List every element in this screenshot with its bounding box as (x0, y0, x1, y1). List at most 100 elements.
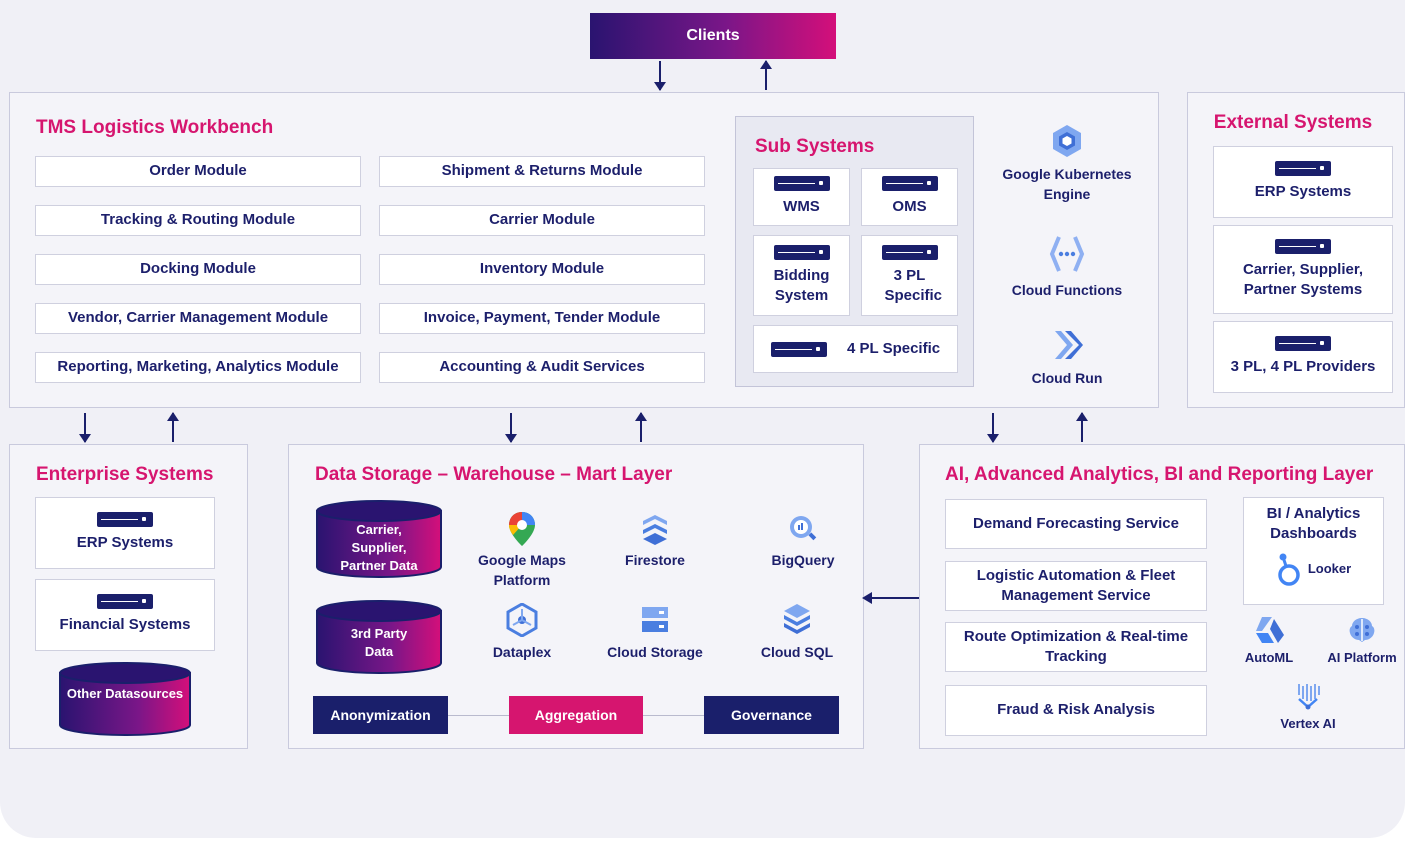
subsystem-label: 3 PL Specific (884, 266, 943, 304)
dataplex-block: Dataplex (462, 603, 582, 663)
subsystem-label: OMS (892, 198, 927, 216)
automl-block: AutoML (1229, 615, 1309, 667)
other-datasources-label: Other Datasources (66, 686, 184, 701)
subsystem-label: Bidding System (773, 266, 830, 304)
firestore-icon (643, 515, 667, 545)
server-icon (773, 244, 830, 260)
database-cylinder: 3rd Party Data (315, 599, 443, 675)
kubernetes-engine-label: Google Kubernetes Engine (1002, 166, 1132, 202)
vertex-ai-block: Vertex AI (1263, 681, 1353, 733)
vertex-ai-label: Vertex AI (1280, 716, 1336, 731)
looker-row: Looker (1276, 551, 1351, 587)
ai-analytics-panel: AI, Advanced Analytics, BI and Reporting… (919, 444, 1405, 749)
bi-dashboards-title: BI / Analytics Dashboards (1266, 505, 1361, 543)
arrow-up-icon (635, 412, 647, 442)
cloud-storage-block: Cloud Storage (595, 605, 715, 663)
database-cylinder: Carrier, Supplier, Partner Data (315, 499, 443, 579)
bigquery-label: BigQuery (771, 552, 835, 568)
server-icon (97, 594, 153, 610)
ai-service-card: Logistic Automation & Fleet Management S… (945, 561, 1207, 611)
ai-platform-label: AI Platform (1327, 650, 1397, 665)
external-systems-panel: External Systems ERP Systems Carrier, Su… (1187, 92, 1405, 408)
database-icon (316, 600, 442, 674)
external-system-label: ERP Systems (1254, 183, 1352, 201)
anonymization-pill: Anonymization (313, 696, 448, 734)
cloud-sql-block: Cloud SQL (737, 603, 857, 663)
enterprise-system-label: Financial Systems (59, 616, 191, 634)
server-icon (1275, 336, 1331, 352)
module-card: Inventory Module (379, 254, 705, 285)
arrow-up-icon (760, 60, 772, 90)
cloud-functions-label: Cloud Functions (1011, 282, 1123, 298)
arrow-down-icon (505, 413, 517, 443)
google-maps-block: Google Maps Platform (462, 511, 582, 590)
module-card: Carrier Module (379, 205, 705, 236)
cloud-sql-icon (784, 604, 810, 634)
enterprise-systems-panel: Enterprise Systems ERP Systems Financial… (9, 444, 248, 749)
external-system-card: ERP Systems (1213, 146, 1393, 218)
server-icon (1275, 161, 1331, 177)
subsystems-title: Sub Systems (755, 136, 875, 157)
automl-icon (1256, 617, 1284, 643)
dataplex-label: Dataplex (492, 644, 552, 660)
server-icon (97, 512, 153, 528)
subsystem-card: WMS (753, 168, 850, 226)
looker-icon (1278, 553, 1300, 586)
bigquery-block: BigQuery (743, 513, 863, 571)
subsystems-panel: Sub Systems WMS OMS Bidding System 3 PL … (735, 116, 974, 387)
module-card: Order Module (35, 156, 361, 187)
cloud-run-icon (1055, 331, 1083, 359)
data-storage-panel: Data Storage – Warehouse – Mart Layer Ca… (288, 444, 864, 749)
automl-label: AutoML (1244, 650, 1294, 665)
database-label: 3rd Party Data (350, 626, 408, 660)
module-card: Docking Module (35, 254, 361, 285)
server-icon (881, 244, 938, 260)
aggregation-pill: Aggregation (509, 696, 643, 734)
enterprise-system-card: Financial Systems (35, 579, 215, 651)
subsystem-card: Bidding System (753, 235, 850, 316)
arrow-up-icon (1076, 412, 1088, 442)
module-card: Reporting, Marketing, Analytics Module (35, 352, 361, 383)
arrow-down-icon (654, 61, 666, 91)
governance-pill: Governance (704, 696, 839, 734)
bigquery-icon (790, 516, 817, 541)
database-icon (59, 662, 191, 736)
dataplex-icon (506, 603, 538, 637)
database-label: Carrier, Supplier, Partner Data (340, 522, 418, 574)
enterprise-systems-title: Enterprise Systems (36, 464, 214, 485)
cloud-run-label: Cloud Run (1031, 370, 1103, 386)
arrow-left-icon (862, 592, 919, 604)
clients-label: Clients (686, 27, 740, 44)
vertex-ai-icon (1298, 684, 1320, 710)
tms-title: TMS Logistics Workbench (36, 117, 274, 138)
ai-service-card: Route Optimization & Real-time Tracking (945, 622, 1207, 672)
ai-service-card: Fraud & Risk Analysis (945, 685, 1207, 736)
arrow-up-icon (167, 412, 179, 442)
other-datasources-cylinder: Other Datasources (58, 661, 192, 737)
looker-label: Looker (1307, 560, 1352, 576)
module-card: Tracking & Routing Module (35, 205, 361, 236)
ai-platform-block: AI Platform (1314, 615, 1405, 667)
google-maps-label: Google Maps Platform (478, 552, 566, 588)
external-system-card: Carrier, Supplier, Partner Systems (1213, 225, 1393, 314)
cloud-run-block: Cloud Run (992, 327, 1142, 389)
ai-platform-icon (1349, 618, 1375, 642)
database-icon (316, 500, 442, 578)
firestore-block: Firestore (595, 513, 715, 571)
external-system-card: 3 PL, 4 PL Providers (1213, 321, 1393, 393)
module-card: Shipment & Returns Module (379, 156, 705, 187)
subsystem-card: 4 PL Specific (753, 325, 958, 373)
server-icon (1275, 238, 1331, 254)
cloud-functions-block: Cloud Functions (992, 233, 1142, 301)
cloud-storage-icon (642, 607, 668, 632)
cloud-storage-label: Cloud Storage (607, 644, 703, 660)
cloud-functions-icon (1049, 236, 1085, 272)
module-card: Vendor, Carrier Management Module (35, 303, 361, 334)
arrow-down-icon (79, 413, 91, 443)
server-icon (881, 176, 938, 192)
subsystem-card: OMS (861, 168, 958, 226)
data-storage-title: Data Storage – Warehouse – Mart Layer (315, 464, 673, 485)
tms-panel: TMS Logistics Workbench Order Module Shi… (9, 92, 1159, 408)
ai-service-card: Demand Forecasting Service (945, 499, 1207, 549)
